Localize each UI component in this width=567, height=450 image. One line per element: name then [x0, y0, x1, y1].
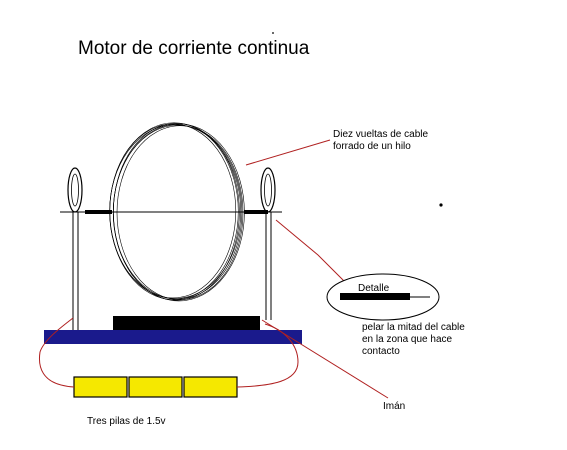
detail-label: Detalle [358, 283, 390, 294]
coil-turn [112, 123, 245, 302]
coil-turn [109, 124, 242, 299]
magnet [113, 316, 260, 330]
coil-label: Diez vueltas de cable forrado de un hilo [333, 129, 429, 152]
battery-3 [183, 376, 238, 398]
dot [272, 32, 274, 34]
battery-pack [73, 376, 238, 398]
dot [439, 203, 443, 207]
diagram-title: Motor de corriente continua [78, 38, 310, 59]
wire-coil [109, 122, 245, 302]
detail-bubble [326, 273, 440, 321]
left-support [67, 167, 83, 330]
batteries-label: Tres pilas de 1.5v [87, 416, 166, 427]
strip-label: pelar la mitad del cable en la zona que … [362, 322, 465, 357]
magnet-label: Imán [383, 401, 406, 412]
right-support [260, 167, 276, 320]
coil-turn [116, 125, 244, 301]
base-board [44, 330, 302, 344]
battery-1 [73, 376, 128, 398]
stripped-wire-insulated [340, 293, 410, 300]
annotation-lines [245, 139, 389, 399]
battery-2 [128, 376, 183, 398]
